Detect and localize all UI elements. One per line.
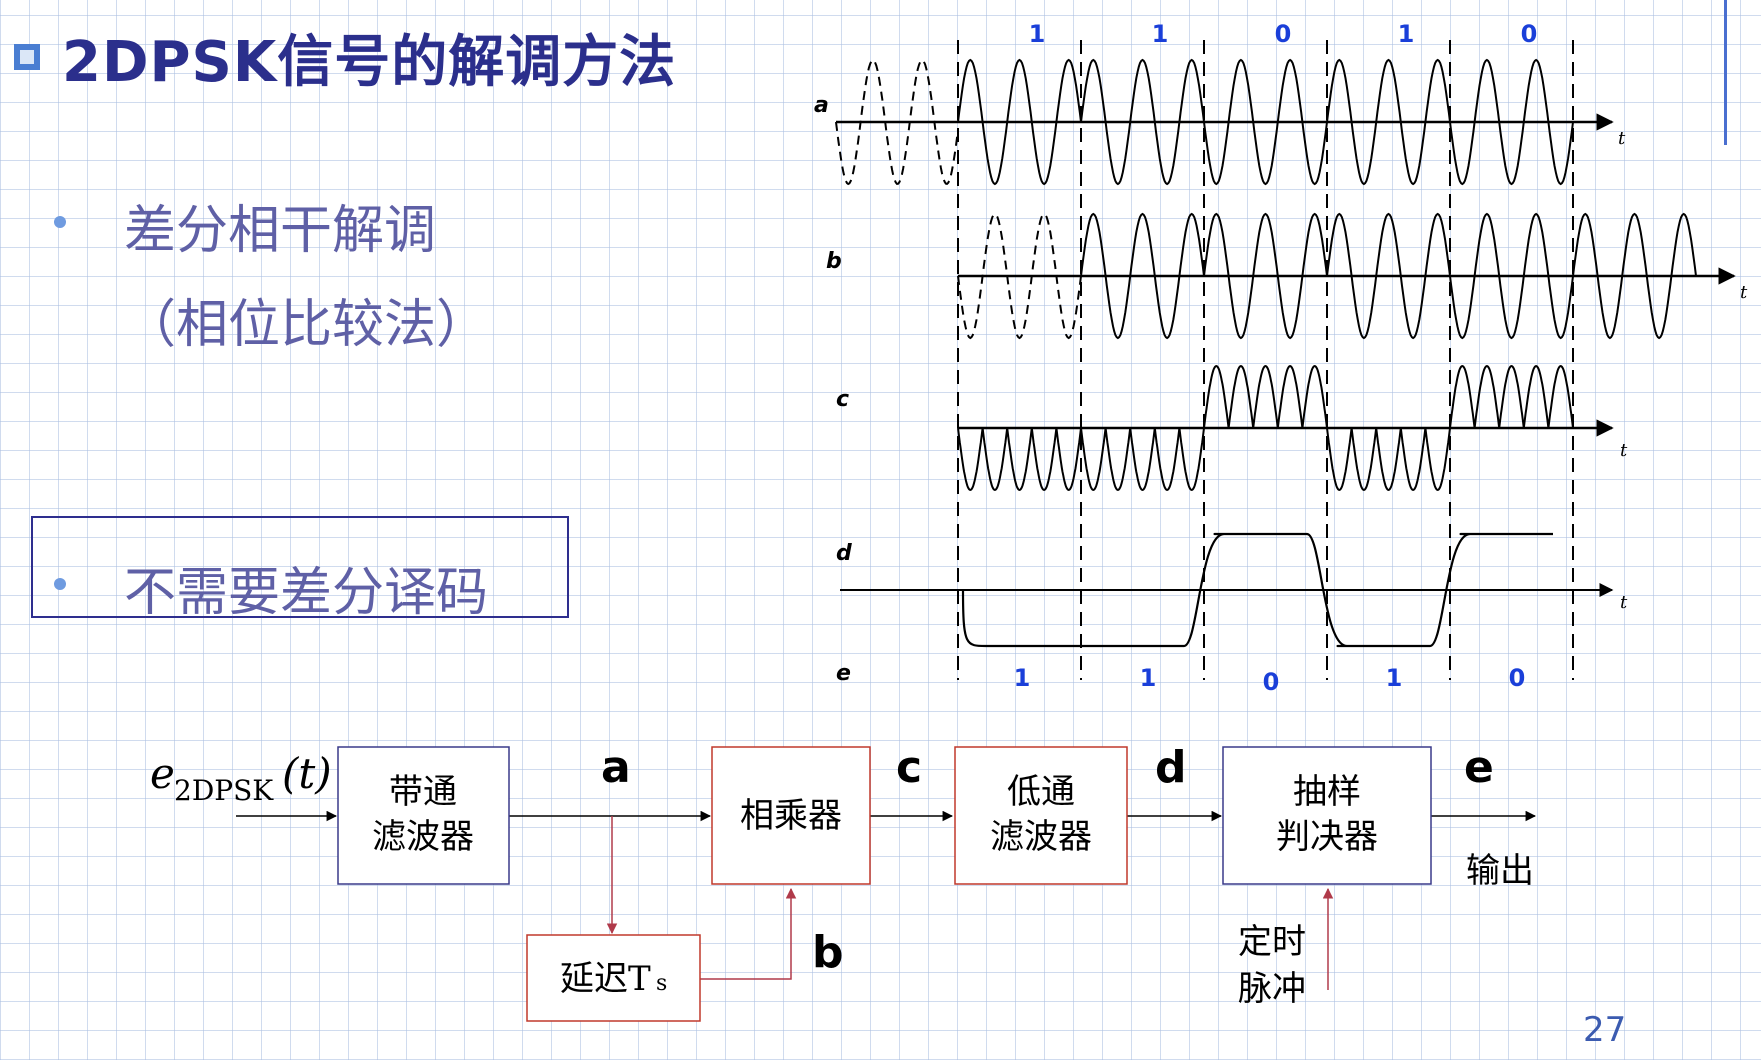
time-label-b: t [1740,282,1748,303]
title-text: 2DPSK信号的解调方法 [62,29,677,95]
delay-label-main: 延迟T [560,959,651,999]
waveform-a [835,58,1574,186]
waveform-a-segment [1449,58,1574,186]
slide-title: 2DPSK信号的解调方法 [14,22,676,95]
input-label-base: e [150,749,175,798]
output-label: 输出 [1466,851,1534,891]
bottom-bit-3: 0 [1263,668,1280,696]
waveform-a-segment [1203,58,1328,186]
waveform-b-segment [1080,212,1205,340]
bandpass-line1: 带通 [389,772,457,812]
input-signal-label: e 2DPSK (t) [150,749,332,807]
bottom-bit-1: 1 [1014,664,1031,692]
bit-boundary-lines [957,40,1574,680]
bullet-1-line2: （相位比较法） [124,295,489,355]
bullet-dot-icon [54,216,66,228]
input-label-arg: (t) [282,749,332,798]
waveform-b-segment [1203,212,1328,340]
waveform-label-d: d [836,541,852,566]
sampler-line2: 判决器 [1276,817,1378,857]
waveform-d-curve [961,532,1553,648]
top-bit-5: 0 [1521,20,1538,48]
delay-block: 延迟T s [526,934,701,1022]
slide-accent-bar [1724,0,1727,145]
delay-output-arrow [700,887,797,980]
signal-label-b: b [812,927,844,978]
delay-label-sub: s [656,971,667,996]
waveform-c [957,364,1574,492]
waveform-c-segment [1326,427,1451,492]
waveform-c-segment [1080,427,1205,492]
lowpass-filter-block: 低通 滤波器 [954,746,1128,885]
bandpass-filter-block: 带通 滤波器 [337,746,510,885]
time-label-d: t [1620,592,1628,613]
page-number: 27 [1583,1010,1627,1050]
top-bit-2: 1 [1152,20,1169,48]
sampler-decision-block: 抽样 判决器 [1222,746,1432,885]
signal-label-d: d [1155,742,1187,793]
bottom-bit-5: 0 [1509,664,1526,692]
waveform-c-segment [957,427,1082,492]
waveform-b [957,212,1697,340]
top-bit-4: 1 [1398,20,1415,48]
multiplier-block: 相乘器 [711,746,871,885]
input-label-sub: 2DPSK [174,774,274,807]
bandpass-line2: 滤波器 [372,817,474,857]
top-bit-1: 1 [1029,20,1046,48]
top-bit-3: 0 [1275,20,1292,48]
waveform-label-c: c [836,387,849,412]
highlight-box [31,516,569,618]
time-label-c: t [1620,440,1628,461]
waveform-c-segment [1203,364,1328,429]
time-label-a: t [1618,128,1626,149]
waveform-d [961,532,1553,648]
bottom-bit-4: 1 [1386,664,1403,692]
signal-label-c: c [896,742,922,793]
bullet-dot-icon [54,578,66,590]
signal-label-a: a [601,742,631,793]
waveform-b-segment [1572,212,1697,340]
bullet-1-line1: 差分相干解调 [124,201,437,261]
lowpass-line2: 滤波器 [990,817,1092,857]
waveform-label-e: e [836,661,851,686]
bottom-bit-2: 1 [1140,664,1157,692]
title-square-icon [14,44,40,70]
waveform-label-b: b [826,249,842,274]
sampler-line1: 抽样 [1293,772,1361,812]
timing-label-line2: 脉冲 [1238,969,1306,1009]
waveform-a-segment [1080,58,1205,186]
waveform-b-segment [1326,212,1451,340]
waveform-b-reference [957,212,1082,340]
bullet-2-text: 不需要差分译码 [124,563,489,623]
lowpass-line1: 低通 [1007,772,1075,812]
waveform-c-segment [1449,364,1574,429]
waveform-b-segment [1449,212,1574,340]
timing-label-line1: 定时 [1238,922,1306,962]
multiplier-label: 相乘器 [740,796,842,836]
waveform-a-reference [835,58,959,186]
signal-label-e: e [1464,742,1494,793]
waveform-a-segment [1326,58,1451,186]
waveform-label-a: a [814,93,829,118]
waveform-a-segment [957,58,1082,186]
